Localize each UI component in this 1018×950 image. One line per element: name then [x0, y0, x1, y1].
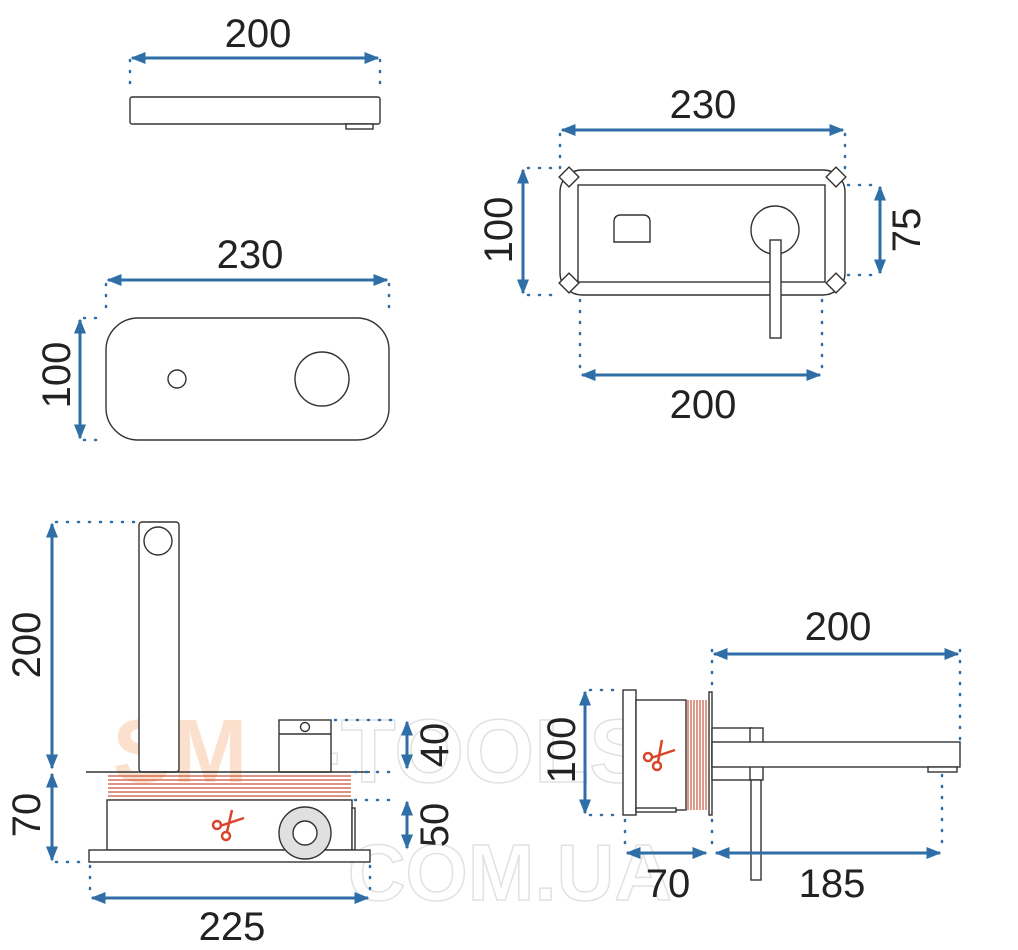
dimension-label: 230	[217, 233, 284, 277]
dimension-label: 200	[805, 605, 872, 649]
svg-text:-TOOLS: -TOOLS	[311, 702, 649, 802]
dimension-label: 230	[670, 83, 737, 127]
dimension-label: 185	[799, 862, 866, 906]
rear-plate-view: 230 100 75 200	[477, 83, 929, 427]
cut-scissors-icon	[211, 809, 245, 842]
dimension-label: 50	[413, 803, 457, 848]
dimension-label: 40	[413, 723, 457, 768]
dimension-label: 100	[540, 717, 584, 784]
dimension-label: 200	[670, 383, 737, 427]
svg-text:SM: SM	[113, 702, 248, 802]
spout-profile-view: 200 100 70 185	[540, 605, 962, 906]
side-view: 200 70 40 50 225	[5, 520, 457, 949]
handle-knob	[294, 351, 350, 407]
svg-text:COM.UA: COM.UA	[348, 828, 672, 917]
dimension-label: 100	[35, 342, 79, 409]
cut-scissors-icon	[642, 739, 676, 772]
dimension-label: 70	[5, 793, 49, 838]
top-plate-view: 200	[128, 12, 382, 130]
front-plate-view: 230 100	[35, 233, 391, 442]
dimension-label: 70	[646, 862, 691, 906]
dimension-label: 200	[5, 612, 49, 679]
dimension-label: 225	[199, 905, 266, 949]
dimension-label: 200	[225, 12, 292, 56]
dimension-label: 75	[885, 208, 929, 253]
dimension-label: 100	[477, 197, 521, 264]
